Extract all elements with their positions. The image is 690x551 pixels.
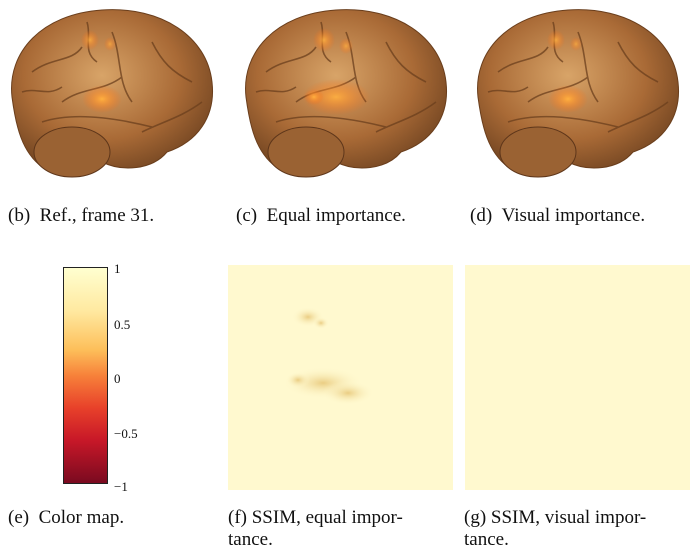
color-map-tick: 0.5 <box>114 317 131 332</box>
ssim-map-visual-importance <box>465 265 690 490</box>
caption-ssim-visual: (g) SSIM, visual impor- tance. <box>464 507 647 550</box>
color-map-tick: 1 <box>114 261 121 276</box>
caption-visual-importance: (d) Visual importance. <box>470 205 646 226</box>
ssim-map-equal-importance <box>228 265 453 490</box>
brain-render-reference <box>11 9 214 178</box>
color-map-tick: 0 <box>114 371 121 386</box>
caption-reference: (b) Ref., frame 31. <box>8 205 155 226</box>
color-map-bar <box>63 267 108 484</box>
caption-ssim-equal: (f) SSIM, equal impor- tance. <box>228 507 403 550</box>
color-map-tick: −0.5 <box>114 426 138 441</box>
color-map-tick: −1 <box>114 479 128 494</box>
brain-render-visual-importance <box>477 9 680 178</box>
caption-color-map: (e) Color map. <box>8 507 125 528</box>
ssim-artifacts <box>283 307 374 405</box>
caption-equal-importance: (c) Equal importance. <box>236 205 406 226</box>
brain-render-equal-importance <box>245 9 448 178</box>
